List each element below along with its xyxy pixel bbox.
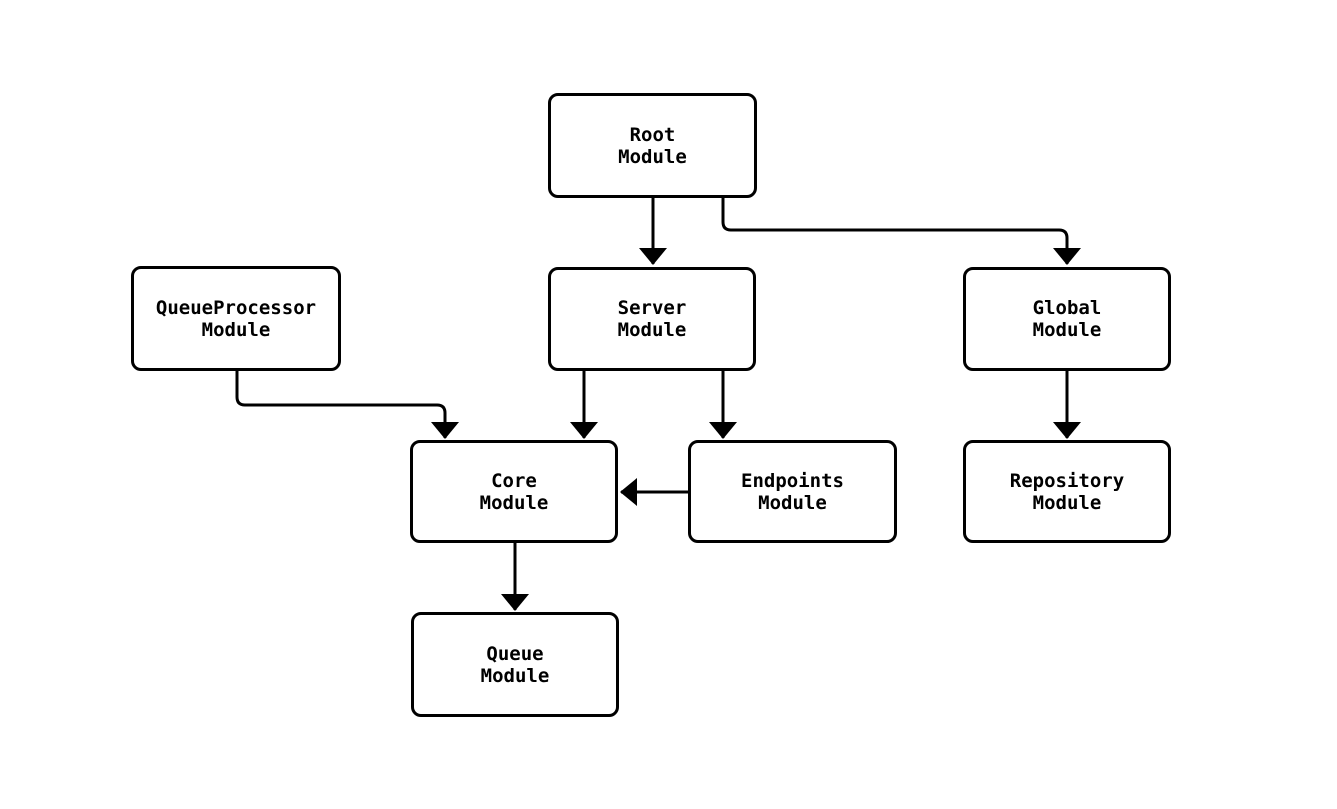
- node-label-line1: Server: [617, 297, 687, 319]
- node-label-line1: Endpoints: [741, 469, 844, 492]
- edge-root-to-global: [721, 198, 1081, 265]
- node-label: Endpoints Module: [741, 470, 844, 514]
- edge-queueprocessor-to-core: [235, 371, 459, 439]
- node-server-module: Server Module: [548, 267, 756, 371]
- node-label: Global Module: [1033, 297, 1102, 341]
- node-label-line2: Module: [201, 318, 271, 341]
- node-label: QueueProcessor Module: [156, 297, 316, 341]
- node-label-line2: Module: [617, 319, 687, 341]
- node-label: Server Module: [618, 297, 687, 341]
- node-root-module: Root Module: [548, 93, 757, 198]
- node-core-module: Core Module: [410, 440, 618, 543]
- node-label: Queue Module: [481, 643, 550, 687]
- node-label-line1: Repository: [1009, 469, 1125, 492]
- node-queueprocessor-module: QueueProcessor Module: [131, 266, 341, 371]
- node-label-line2: Module: [479, 491, 549, 514]
- node-label-line2: Module: [480, 664, 550, 687]
- node-label-line1: Root: [629, 123, 676, 146]
- node-label: Core Module: [480, 470, 549, 514]
- node-label-line1: Queue: [486, 642, 544, 665]
- node-repository-module: Repository Module: [963, 440, 1171, 543]
- node-global-module: Global Module: [963, 267, 1171, 371]
- node-label-line2: Module: [1032, 319, 1102, 341]
- node-queue-module: Queue Module: [411, 612, 619, 717]
- node-label-line1: Core: [491, 469, 537, 492]
- node-label: Root Module: [618, 124, 687, 168]
- node-label-line2: Module: [618, 145, 687, 168]
- node-label-line1: Global: [1032, 297, 1102, 319]
- node-label-line2: Module: [1032, 491, 1102, 514]
- node-endpoints-module: Endpoints Module: [688, 440, 897, 543]
- node-label: Repository Module: [1010, 470, 1124, 514]
- node-label-line1: QueueProcessor: [155, 296, 317, 319]
- node-label-line2: Module: [758, 491, 827, 514]
